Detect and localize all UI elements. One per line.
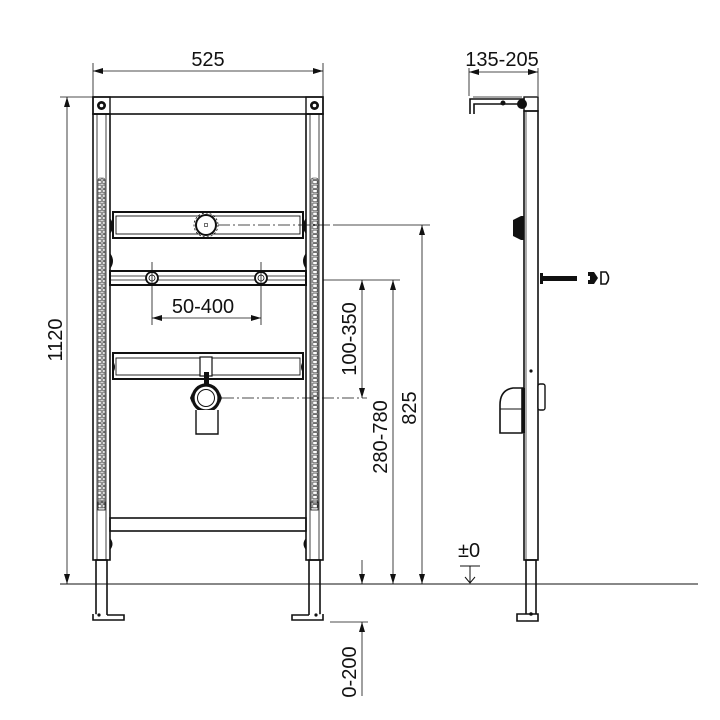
dim-height-1120: 1120 bbox=[45, 318, 67, 361]
side-view-dimensions: 135-205 ±0 bbox=[458, 49, 539, 584]
adjustment-slots-left bbox=[97, 177, 106, 509]
side-view-frame bbox=[469, 96, 610, 622]
front-view-dimensions: 525 1120 50-400 100-350 280-780 825 0-20… bbox=[45, 49, 430, 698]
fixing-screw-icon bbox=[540, 271, 610, 285]
dim-leg-adjust: 0-200 bbox=[339, 646, 361, 697]
dim-inlet-outlet-offset: 100-350 bbox=[339, 302, 361, 375]
adjustment-slots-right bbox=[310, 177, 319, 509]
adjustable-legs bbox=[92, 559, 324, 621]
inlet-crossbar bbox=[110, 211, 306, 239]
drain-outlet bbox=[190, 383, 222, 435]
dim-outlet-height: 280-780 bbox=[370, 400, 392, 473]
front-view-frame bbox=[92, 96, 324, 621]
dim-fixing-spacing: 50-400 bbox=[172, 296, 234, 318]
floor-level-marker-icon bbox=[464, 566, 476, 584]
fixing-crossbar bbox=[109, 253, 307, 286]
dim-width-525: 525 bbox=[191, 49, 224, 71]
drain-elbow-side bbox=[499, 369, 546, 434]
dim-depth: 135-205 bbox=[465, 49, 538, 71]
inlet-bracket-side bbox=[513, 216, 524, 240]
water-inlet-fitting bbox=[195, 214, 217, 236]
dim-inlet-height: 825 bbox=[399, 391, 421, 424]
floor-level-label: ±0 bbox=[458, 540, 480, 562]
outlet-crossbar bbox=[112, 352, 304, 384]
